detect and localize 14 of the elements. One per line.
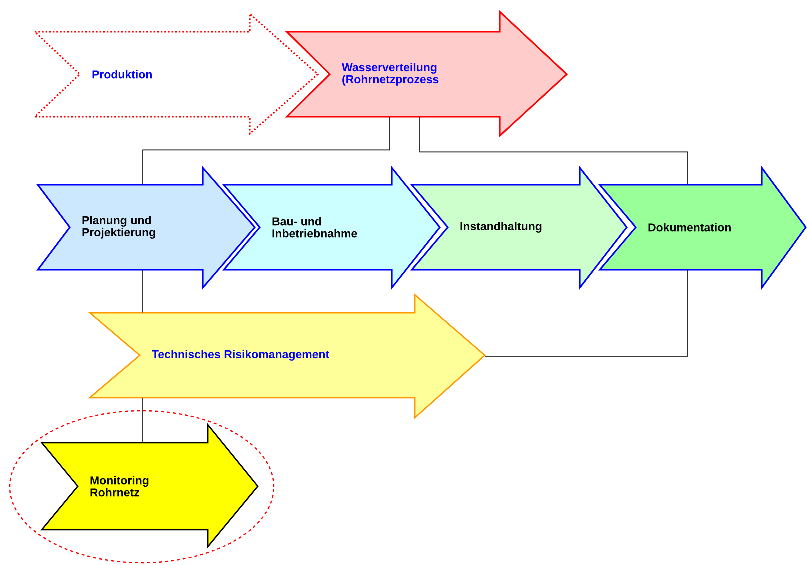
process-step: Technisches Risikomanagement	[88, 293, 486, 420]
connector-line	[142, 398, 144, 444]
connector-line	[142, 116, 390, 186]
connector-line	[142, 270, 144, 314]
process-step: Instandhaltung	[410, 166, 628, 290]
connector-line	[484, 270, 688, 357]
process-step: Wasserverteilung (Rohrnetzprozess	[285, 10, 568, 138]
process-step: Dokumentation	[598, 166, 807, 290]
process-step: Monitoring Rohrnetz	[40, 423, 259, 549]
process-step: Bau- und Inbetriebnahme	[222, 166, 442, 290]
process-step: Produktion	[33, 12, 320, 136]
process-step: Planung und Projektierung	[36, 166, 256, 290]
connector-line	[420, 116, 688, 186]
dashed-ellipse	[9, 410, 275, 564]
